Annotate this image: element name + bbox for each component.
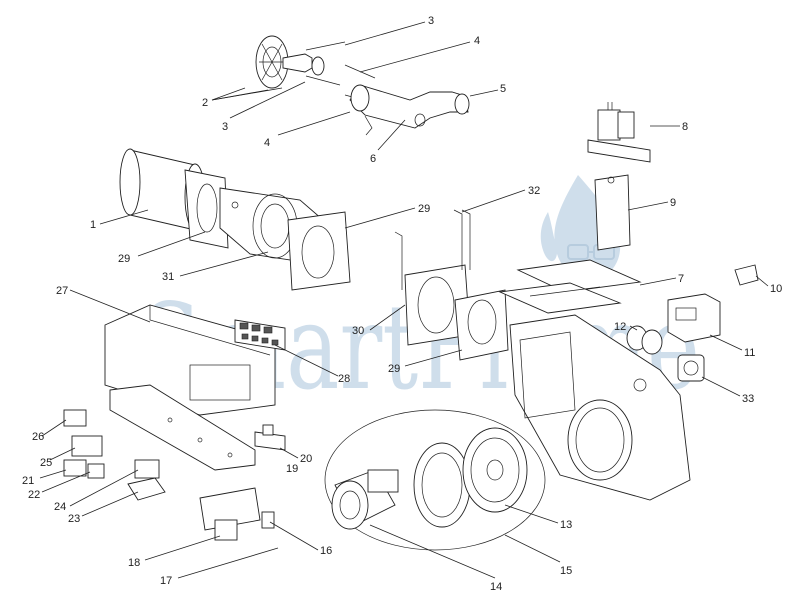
callout-28: 28 xyxy=(338,373,350,385)
part-relays xyxy=(63,409,166,501)
callout-23: 23 xyxy=(68,513,80,525)
part-transformer xyxy=(587,102,651,163)
part-gas-pipe-elbow xyxy=(349,84,470,136)
part-stabilizer-disc xyxy=(255,35,346,89)
callout-11: 11 xyxy=(744,347,755,359)
part-photocell xyxy=(677,354,705,382)
callout-2: 2 xyxy=(202,97,208,109)
part-gasket-middle xyxy=(287,211,351,291)
callout-27: 27 xyxy=(56,285,68,297)
part-control-unit xyxy=(667,293,721,343)
part-connector-block xyxy=(254,424,286,451)
callout-1: 1 xyxy=(90,219,96,231)
callout-3b: 3 xyxy=(222,121,228,133)
part-fan-assembly xyxy=(324,409,546,551)
callout-14: 14 xyxy=(490,581,502,593)
callout-21: 21 xyxy=(22,475,34,487)
callout-10: 10 xyxy=(770,283,782,295)
part-base-plate xyxy=(109,384,256,471)
part-gasket-left xyxy=(184,169,229,249)
callout-30: 30 xyxy=(352,325,364,337)
callout-19: 19 xyxy=(286,463,298,475)
callout-4a: 4 xyxy=(474,35,480,47)
callout-29a: 29 xyxy=(118,253,130,265)
part-circuit-board xyxy=(199,487,275,541)
part-cover-plate xyxy=(594,174,631,251)
callout-29b: 29 xyxy=(418,203,430,215)
callout-18: 18 xyxy=(128,557,140,569)
callout-4b: 4 xyxy=(264,137,270,149)
callout-12: 12 xyxy=(614,321,626,333)
callout-22: 22 xyxy=(28,489,40,501)
flame-drop-icon xyxy=(540,175,621,281)
part-terminal-plates xyxy=(498,259,642,314)
part-gasket-right xyxy=(454,289,509,361)
part-rings xyxy=(626,325,663,355)
callout-7: 7 xyxy=(678,273,684,285)
callout-26: 26 xyxy=(32,431,44,443)
callout-20: 20 xyxy=(300,453,312,465)
callout-labels: 1 2 3 3 4 4 5 6 7 8 9 10 11 12 13 14 15 … xyxy=(22,15,782,593)
callout-6: 6 xyxy=(370,153,376,165)
callout-17: 17 xyxy=(160,575,172,587)
callout-9: 9 xyxy=(670,197,676,209)
callout-29c: 29 xyxy=(388,363,400,375)
callout-13: 13 xyxy=(560,519,572,531)
callout-25: 25 xyxy=(40,457,52,469)
callout-15: 15 xyxy=(560,565,572,577)
leader-lines xyxy=(39,21,769,579)
callout-31: 31 xyxy=(162,271,174,283)
part-clip xyxy=(734,264,759,286)
callout-5: 5 xyxy=(500,83,506,95)
callout-24: 24 xyxy=(54,501,66,513)
part-main-housing xyxy=(509,314,691,501)
callout-8: 8 xyxy=(682,121,688,133)
callout-3a: 3 xyxy=(428,15,434,27)
callout-33: 33 xyxy=(742,393,754,405)
callout-32: 32 xyxy=(528,185,540,197)
part-display-panel xyxy=(234,319,286,351)
callout-16: 16 xyxy=(320,545,332,557)
